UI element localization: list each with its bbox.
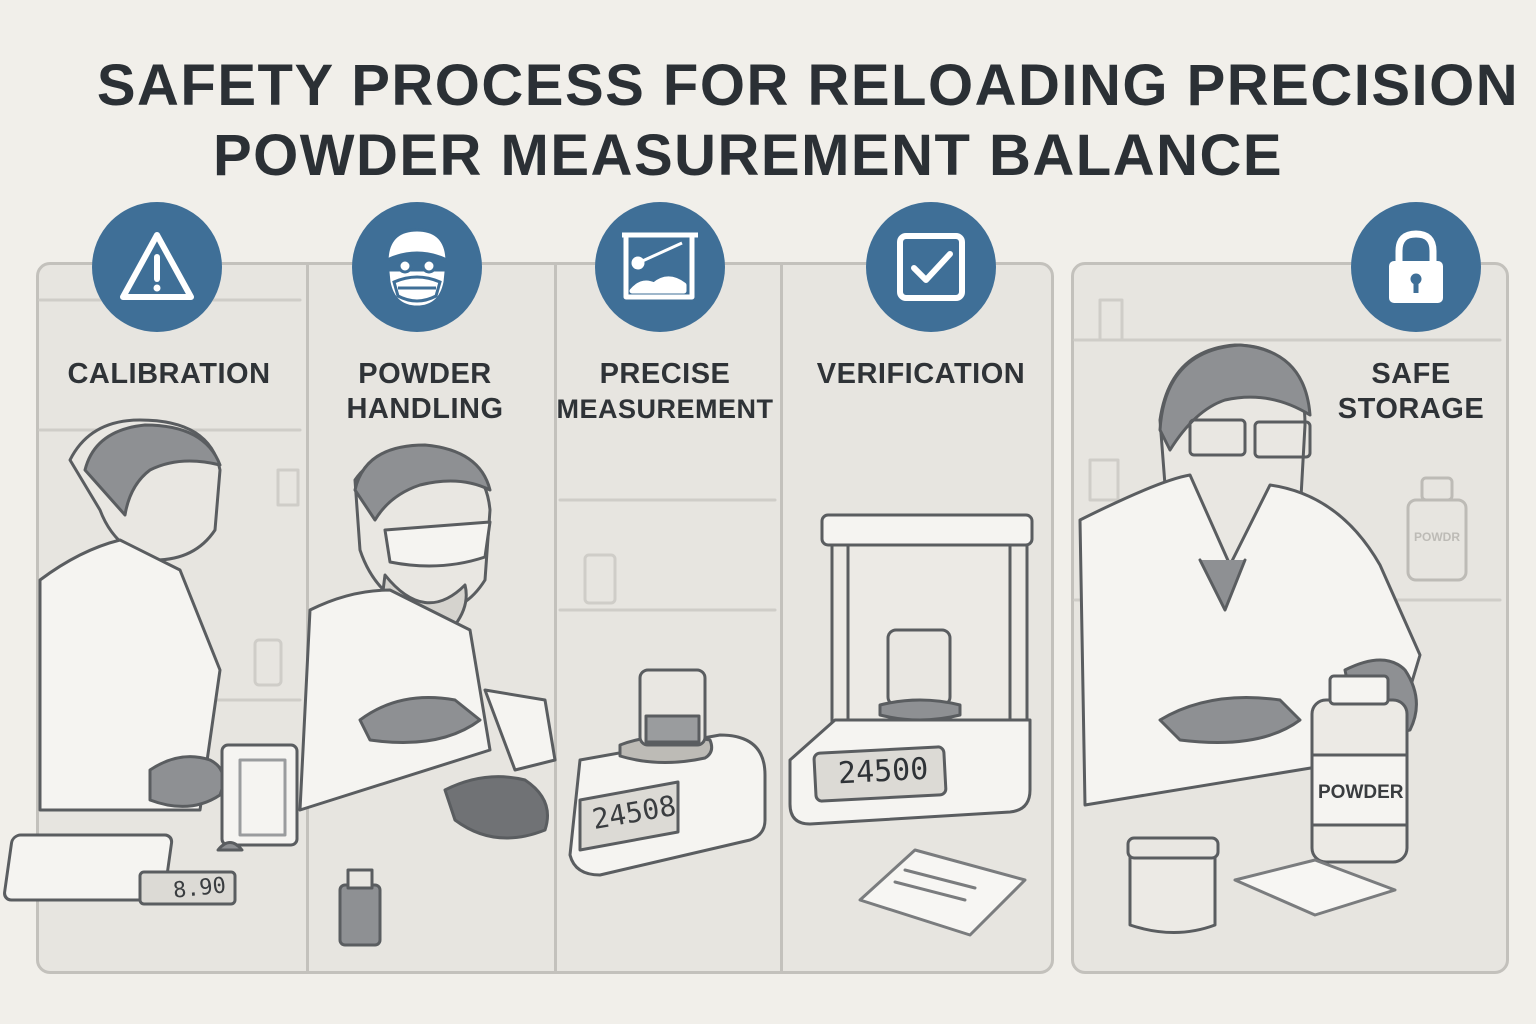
- step-label-line: CALIBRATION: [67, 358, 271, 390]
- checkbox-icon: [897, 233, 965, 301]
- step-measurement-label: PRECISE MEASUREMENT: [552, 357, 778, 427]
- step-measurement-icon: [595, 202, 725, 332]
- shelf-bottle-label: POWDR: [1414, 530, 1460, 544]
- page-title-line-1: SAFETY PROCESS FOR RELOADING PRECISION: [96, 53, 1520, 118]
- mask-icon: [385, 228, 449, 309]
- shelf-bottle: [1406, 476, 1468, 582]
- step-verification-label: VERIFICATION: [790, 357, 1052, 392]
- step-powder-handling-icon: [352, 202, 482, 332]
- lock-icon: [1389, 230, 1443, 303]
- step-label-line: STORAGE: [1337, 393, 1485, 425]
- calibration-scene: [3, 418, 299, 906]
- verification-scene: [788, 513, 1034, 937]
- verification-display: 24500: [837, 751, 930, 792]
- step-powder-handling-label: POWDER HANDLING: [306, 357, 544, 427]
- panel-divider: [554, 265, 557, 971]
- panel-divider: [306, 265, 309, 971]
- powder-bottle-label: POWDER: [1318, 782, 1404, 803]
- warning-icon: [120, 232, 194, 300]
- step-label-line: HANDLING: [346, 393, 504, 425]
- step-label-line: VERIFICATION: [816, 358, 1026, 390]
- step-storage-icon: [1351, 202, 1481, 332]
- step-verification-icon: [866, 202, 996, 332]
- measurement-scene: [568, 668, 767, 877]
- step-calibration-icon: [92, 202, 222, 332]
- step-label-line: POWDER: [358, 358, 492, 390]
- step-label-line: PRECISE: [599, 358, 731, 390]
- step-storage-label: SAFE STORAGE: [1316, 357, 1506, 427]
- step-label-line: MEASUREMENT: [556, 394, 774, 424]
- storage-scene: [1078, 343, 1422, 934]
- panel-divider: [780, 265, 783, 971]
- step-calibration-label: CALIBRATION: [40, 357, 298, 392]
- powder-handling-scene: [298, 443, 557, 947]
- step-label-line: SAFE: [1371, 358, 1451, 390]
- page-title-line-2: POWDER MEASUREMENT BALANCE: [212, 123, 1284, 188]
- balance-icon: [622, 232, 698, 300]
